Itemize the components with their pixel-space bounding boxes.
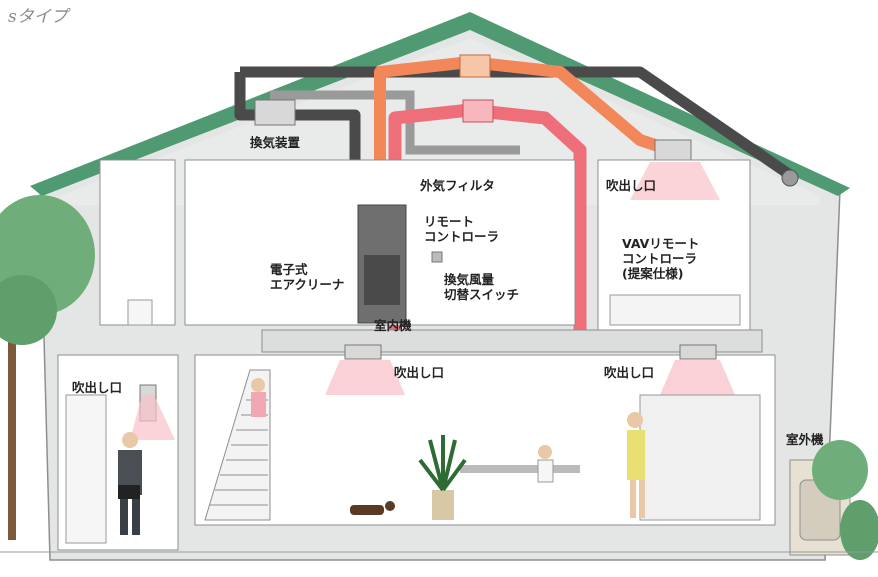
- person-child-table: [537, 445, 554, 483]
- plant: [418, 435, 467, 520]
- ventilation-unit: [254, 99, 296, 126]
- label-outdoor-unit: 室外機: [786, 432, 824, 447]
- label-vav-remote-controller: VAVリモート コントローラ (提案仕様): [622, 236, 700, 281]
- person-woman-kitchen: [627, 412, 645, 518]
- person-businessman: [118, 432, 142, 535]
- door-left: [65, 394, 107, 544]
- damper-upper: [459, 54, 491, 78]
- label-indoor-unit: 室内機: [374, 318, 412, 333]
- airflow-center: [325, 360, 405, 395]
- supply-duct: [374, 56, 672, 160]
- label-electronic-air-cleaner: 電子式 エアクリーナ: [270, 262, 345, 292]
- tree: [0, 195, 95, 540]
- label-outlet-right: 吹出し口: [604, 365, 655, 380]
- damper-lower: [462, 99, 494, 123]
- airflow-left: [130, 395, 175, 440]
- label-outlet-center: 吹出し口: [394, 365, 445, 380]
- airflow-right: [660, 360, 735, 395]
- diagram-title: sタイプ: [8, 7, 68, 27]
- bushes: [812, 440, 878, 560]
- remote-controller-device: [431, 251, 443, 263]
- outlet-box-center: [344, 344, 382, 360]
- label-outlet-left: 吹出し口: [72, 380, 123, 395]
- dining-table: [460, 465, 580, 473]
- airflow-upper-right: [630, 162, 720, 200]
- dog: [350, 501, 395, 515]
- outside-vent: [781, 169, 799, 187]
- toilet: [127, 299, 153, 326]
- label-ventilation-unit: 換気装置: [250, 135, 301, 150]
- floor-slab: [261, 329, 763, 353]
- label-airflow-switch: 換気風量 切替スイッチ: [444, 272, 520, 302]
- indoor-unit-panel: [364, 255, 400, 305]
- label-outdoor-filter: 外気フィルタ: [420, 178, 495, 193]
- bed: [609, 294, 741, 326]
- person-child-stairs: [251, 378, 266, 417]
- kitchen-counter: [639, 394, 761, 521]
- label-remote-controller: リモート コントローラ: [424, 214, 500, 244]
- label-outlet-upper-right: 吹出し口: [606, 178, 657, 193]
- outlet-box-upper-right: [654, 139, 692, 163]
- outlet-box-right: [679, 344, 717, 360]
